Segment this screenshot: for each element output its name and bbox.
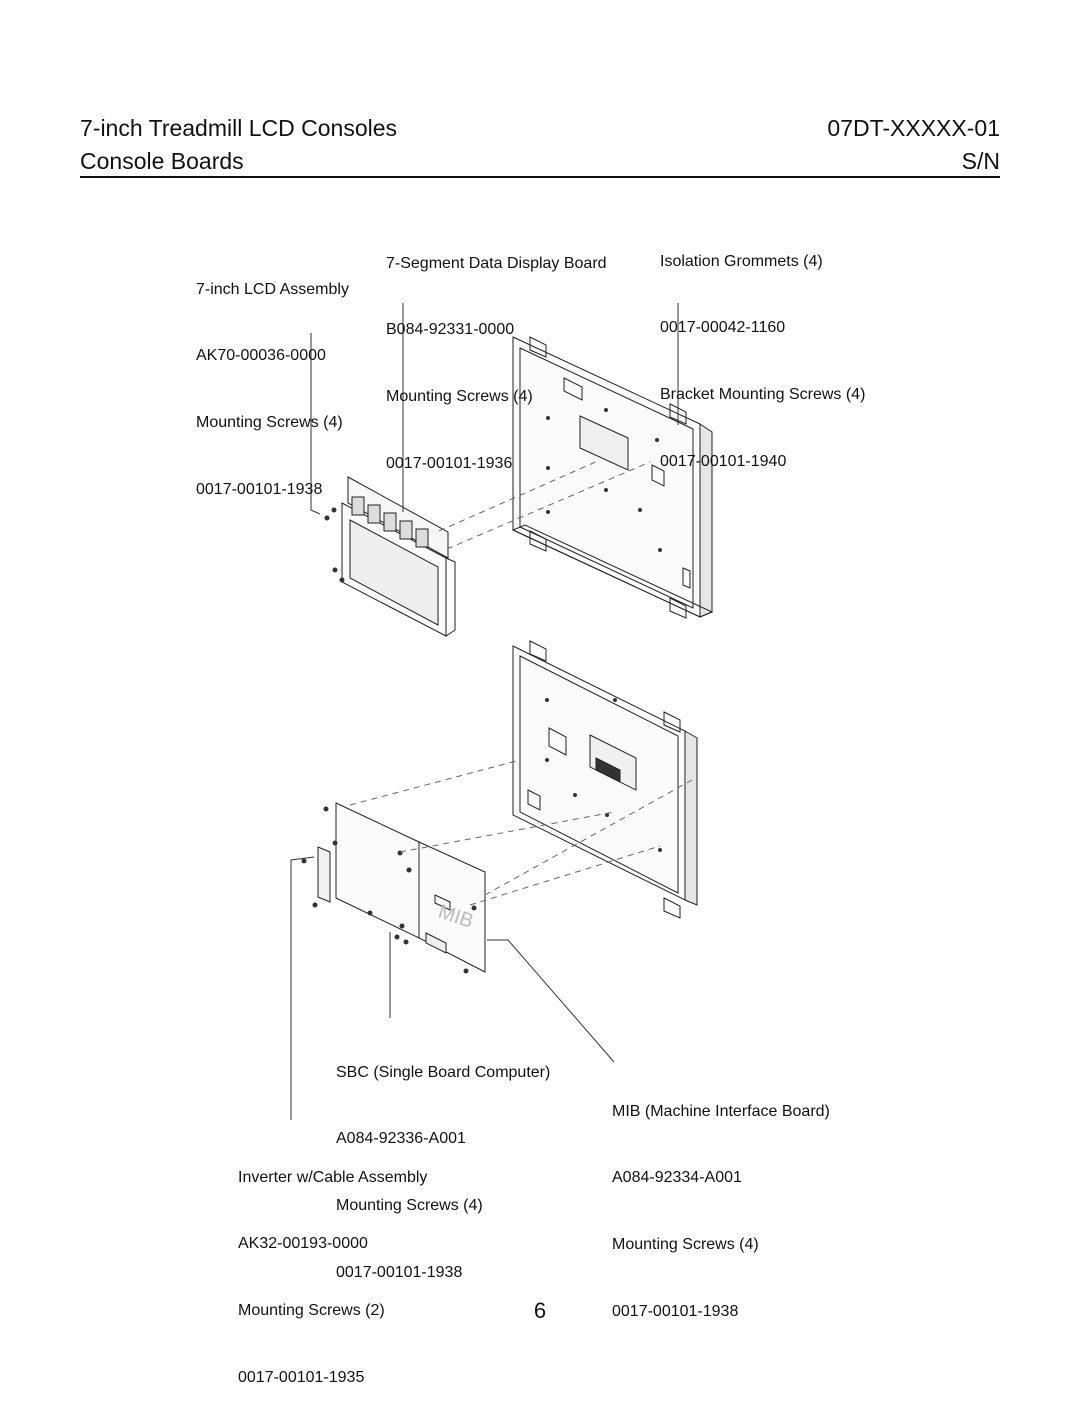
callout-mib: MIB (Machine Interface Board) A084-92334… [612, 1056, 830, 1346]
callout-inverter: Inverter w/Cable Assembly AK32-00193-000… [238, 1122, 427, 1412]
lcd-screws-part: 0017-00101-1938 [196, 481, 323, 499]
callout-lcd-assembly: 7-inch LCD Assembly AK70-00036-0000 Moun… [196, 234, 349, 524]
segment-screws-label: Mounting Screws (4) [386, 388, 533, 406]
alignment-lines [349, 459, 693, 906]
bracket-screws-part: 0017-00101-1940 [660, 453, 787, 471]
inverter-screws-part: 0017-00101-1935 [238, 1369, 365, 1387]
callout-sbc: SBC (Single Board Computer) A084-92336-A… [336, 1017, 550, 1307]
sbc-screws-label: Mounting Screws (4) [336, 1197, 483, 1215]
inverter-screws-label: Mounting Screws (2) [238, 1302, 385, 1320]
lcd-assembly-drawing [341, 476, 456, 637]
mib-screws-label: Mounting Screws (4) [612, 1236, 759, 1254]
grommets-part: 0017-00042-1160 [660, 319, 786, 337]
inverter-name: Inverter w/Cable Assembly [238, 1168, 428, 1186]
serial-number-label: S/N [961, 148, 1000, 174]
callout-segment-board: 7-Segment Data Display Board B084-92331-… [386, 208, 607, 498]
sbc-name: SBC (Single Board Computer) [336, 1063, 551, 1081]
sbc-mib-inverter-drawing [317, 802, 486, 973]
segment-screws-part: 0017-00101-1936 [386, 455, 513, 473]
bracket-screws-label: Bracket Mounting Screws (4) [660, 386, 866, 404]
mounting-screws [301, 507, 477, 974]
callout-leader-lines [290, 303, 679, 1120]
sbc-screws-part: 0017-00101-1938 [336, 1264, 463, 1282]
callout-grommets: Isolation Grommets (4) 0017-00042-1160 B… [660, 206, 865, 496]
segment-board-name: 7-Segment Data Display Board [386, 254, 607, 272]
grommets-name: Isolation Grommets (4) [660, 252, 823, 270]
lcd-screws-label: Mounting Screws (4) [196, 414, 343, 432]
section-title: Console Boards [80, 148, 244, 174]
model-number: 07DT-XXXXX-01 [827, 115, 1000, 141]
mib-screws-part: 0017-00101-1938 [612, 1303, 739, 1321]
sbc-part: A084-92336-A001 [336, 1130, 466, 1148]
inverter-part: AK32-00193-0000 [238, 1235, 368, 1253]
page-number: 6 [533, 1298, 547, 1323]
header-rule [80, 176, 1000, 178]
lower-console-bracket [512, 640, 698, 919]
lcd-assembly-name: 7-inch LCD Assembly [196, 280, 349, 298]
upper-console-bracket [511, 336, 714, 619]
mib-part: A084-92334-A001 [612, 1169, 742, 1187]
mib-name: MIB (Machine Interface Board) [612, 1102, 830, 1120]
lcd-assembly-part: AK70-00036-0000 [196, 347, 326, 365]
segment-board-part: B084-92331-0000 [386, 321, 515, 339]
document-title: 7-inch Treadmill LCD Consoles [80, 115, 398, 141]
